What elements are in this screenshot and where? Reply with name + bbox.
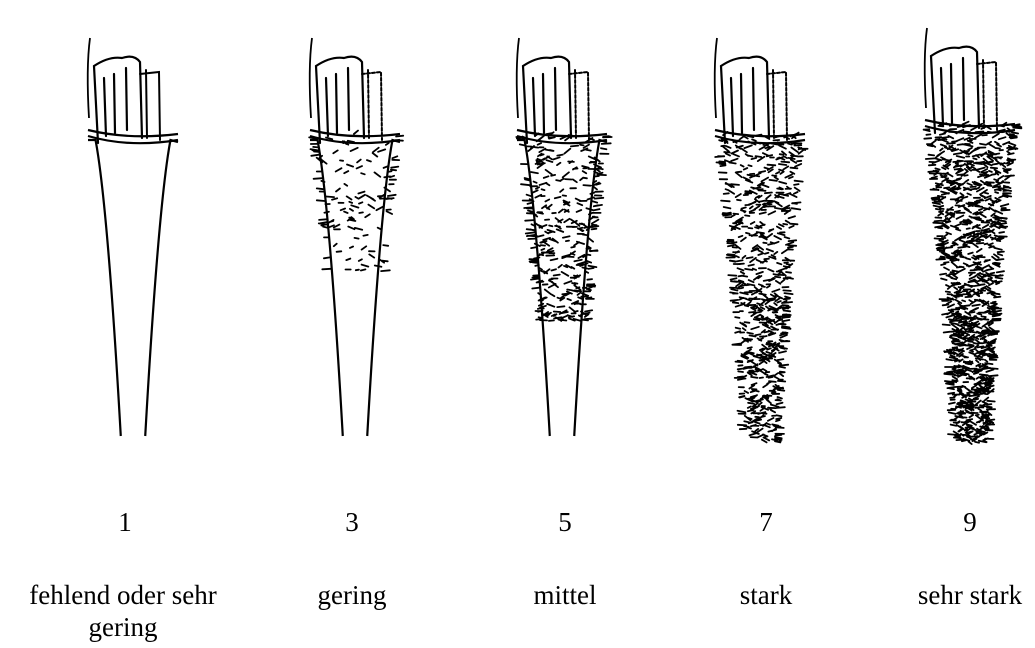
collar	[517, 130, 607, 143]
stalk-piece-large	[523, 57, 571, 143]
hairs	[309, 131, 403, 272]
hairs	[715, 132, 807, 443]
scale-number-3: 3	[312, 506, 392, 538]
plant-line	[715, 38, 717, 118]
sheath-left-edge	[310, 140, 343, 436]
stalk-piece-large	[316, 57, 364, 143]
sheath-left-edge	[88, 140, 121, 436]
scale-number-1: 1	[85, 506, 165, 538]
plant-line	[88, 38, 90, 118]
stalk-piece-small	[569, 70, 589, 140]
scale-label-9: sehr stark	[895, 579, 1035, 611]
collar	[88, 130, 178, 143]
stalk-piece-large	[931, 47, 979, 133]
stem-3	[309, 38, 403, 436]
plant-line	[517, 38, 519, 118]
stem-7	[715, 38, 808, 442]
stalk-piece-small	[362, 70, 382, 140]
stem-1	[88, 38, 178, 436]
plant-line	[925, 28, 927, 108]
hairs	[924, 122, 1022, 444]
scale-label-7: stark	[696, 579, 836, 611]
scale-label-3: gering	[282, 579, 422, 611]
stalk-piece-large	[721, 57, 769, 143]
hairs	[516, 132, 611, 321]
stem-5	[516, 38, 611, 436]
scale-label-5: mittel	[495, 579, 635, 611]
sheath-right-edge	[367, 140, 400, 436]
stalk-piece-large	[94, 57, 142, 143]
stem-9	[924, 28, 1022, 444]
sheath-right-edge	[145, 140, 178, 436]
plant-line	[310, 38, 312, 118]
scale-number-9: 9	[930, 506, 1010, 538]
stalk-piece-small	[767, 70, 787, 140]
scale-label-1: fehlend oder sehr gering	[3, 579, 243, 643]
scale-number-5: 5	[525, 506, 605, 538]
stalk-piece-small	[977, 60, 997, 130]
scale-number-7: 7	[726, 506, 806, 538]
stalk-piece-small	[140, 70, 160, 140]
